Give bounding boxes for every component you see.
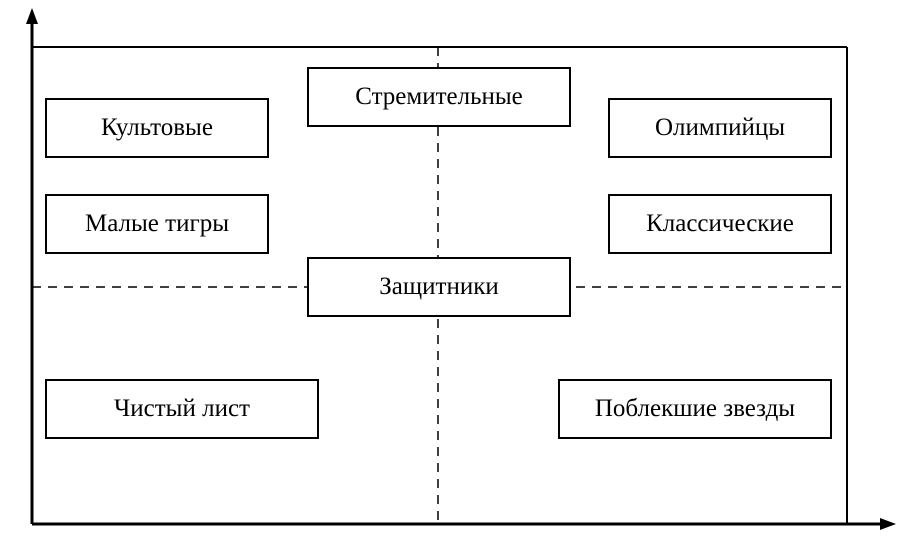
box-chistyy-list-label: Чистый лист bbox=[114, 395, 250, 422]
box-kultovye: Культовые bbox=[45, 98, 269, 158]
box-malye-tigry: Малые тигры bbox=[45, 194, 269, 254]
box-olimpiytsy: Олимпийцы bbox=[608, 98, 832, 158]
box-klassicheskie: Классические bbox=[608, 194, 832, 254]
box-stremitelnye-label: Стремительные bbox=[355, 83, 523, 110]
box-malye-tigry-label: Малые тигры bbox=[84, 210, 230, 237]
y-axis-arrowhead bbox=[26, 8, 38, 24]
box-poblekshie-zvezdy: Поблекшие звезды bbox=[558, 379, 832, 439]
box-zashchitniki-label: Защитники bbox=[379, 273, 499, 300]
box-chistyy-list: Чистый лист bbox=[45, 379, 319, 439]
box-klassicheskie-label: Классические bbox=[646, 210, 794, 237]
box-kultovye-label: Культовые bbox=[101, 114, 213, 141]
box-olimpiytsy-label: Олимпийцы bbox=[654, 114, 786, 141]
x-axis-arrowhead bbox=[880, 518, 896, 530]
box-poblekshie-zvezdy-label: Поблекшие звезды bbox=[594, 395, 796, 422]
box-zashchitniki: Защитники bbox=[307, 257, 571, 317]
box-stremitelnye: Стремительные bbox=[307, 67, 571, 127]
